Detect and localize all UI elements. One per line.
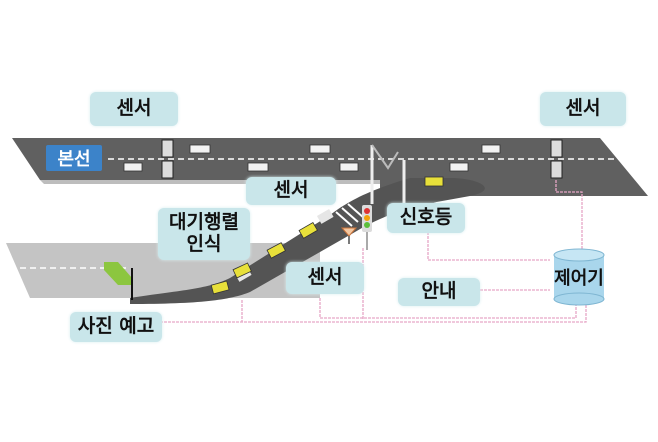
car — [424, 176, 444, 187]
advance-notice-label: 사진 예고 — [70, 312, 162, 342]
traffic-light-label: 신호등 — [387, 203, 465, 233]
car — [481, 144, 501, 154]
main-line-badge: 본선 — [46, 145, 102, 171]
guidance-label: 안내 — [398, 278, 480, 306]
gantry — [370, 144, 406, 205]
crosswalk — [335, 203, 365, 227]
car — [309, 144, 331, 154]
car — [266, 242, 286, 259]
car — [210, 280, 230, 295]
car — [449, 162, 469, 172]
connector-lines — [160, 180, 587, 323]
sensor-loop-right — [550, 139, 563, 179]
advance-notice-sign — [104, 262, 132, 285]
controller-label: 제어기 — [554, 268, 604, 289]
sensor-label-top-left: 센서 — [90, 92, 178, 126]
car — [189, 144, 211, 154]
sensor-label-ramp: 센서 — [286, 262, 364, 294]
traffic-light — [362, 205, 372, 250]
queue-recognition-label: 대기행렬 인식 — [158, 208, 250, 260]
car — [123, 162, 143, 172]
sensor-label-mid: 센서 — [246, 177, 336, 205]
sensor-loop-left — [161, 139, 174, 179]
car — [339, 162, 359, 172]
car — [232, 262, 252, 279]
ramp-sensor-pad-upper — [316, 209, 334, 224]
queue-recognition-text: 대기행렬 인식 — [169, 211, 239, 255]
ramp-sign — [340, 227, 358, 237]
controller-cylinder — [553, 248, 605, 306]
ramp-cars — [210, 176, 444, 295]
car — [247, 162, 269, 172]
sensor-label-top-right: 센서 — [540, 92, 626, 126]
car — [298, 221, 318, 239]
main-road-cars — [123, 144, 501, 172]
